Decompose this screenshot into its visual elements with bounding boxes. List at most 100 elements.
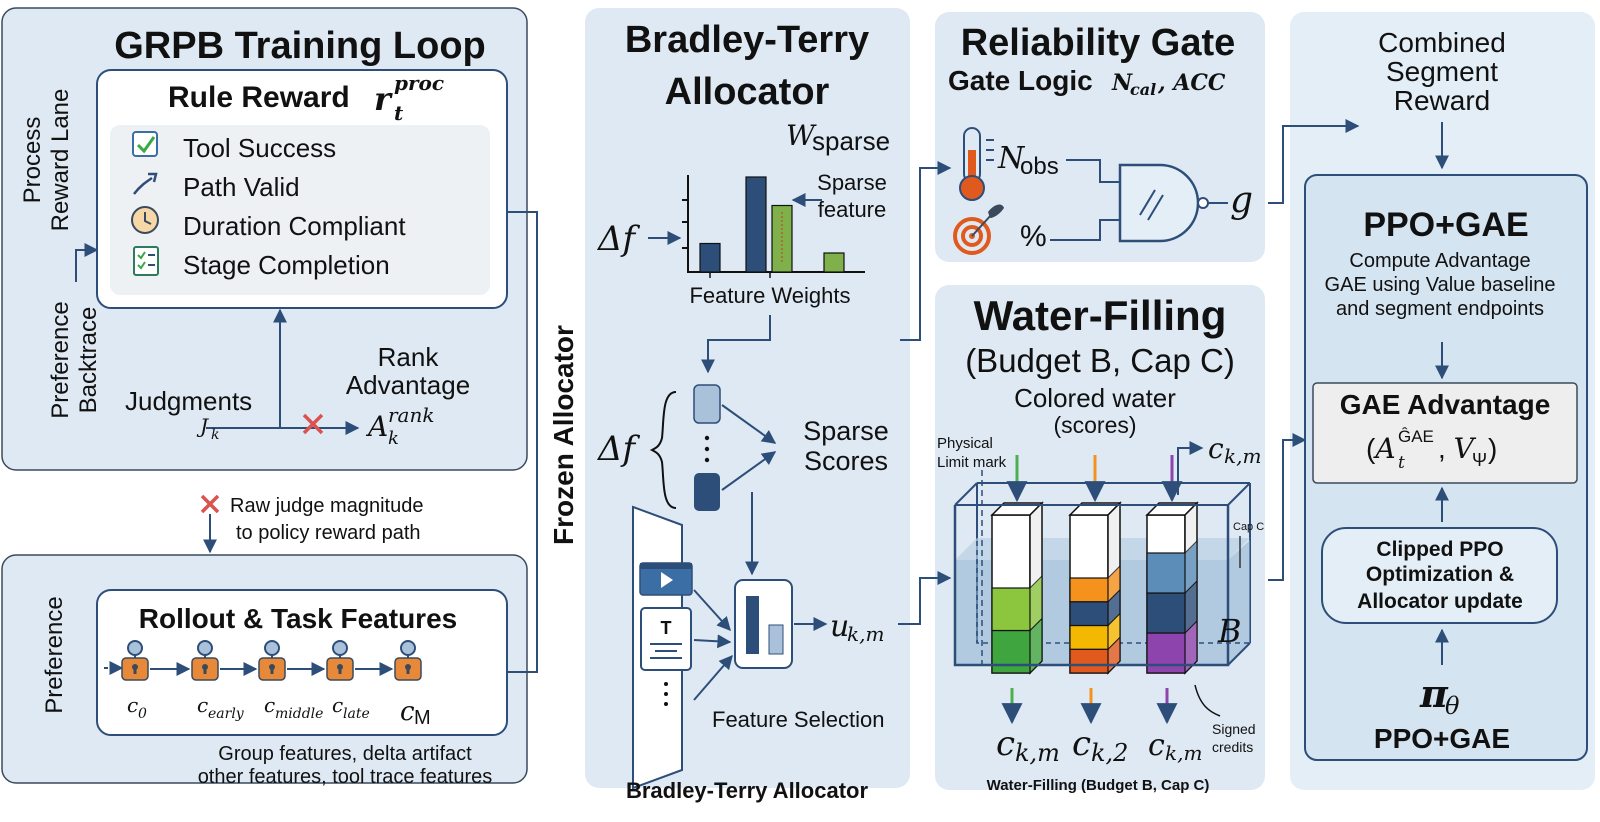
colored-water-line2: (scores) [1053,412,1136,438]
ppo-desc-line1: Compute Advantage [1349,250,1530,272]
lock-icon [394,640,422,681]
combined-line1: Combined [1378,27,1506,58]
rule-item-stage: Stage Completion [183,250,390,280]
water-column-0 [990,455,1044,675]
ellipsis-dot-2 [704,446,710,452]
gate-subtitle: Gate Logic [948,65,1093,96]
tank-front-frame [953,505,1230,667]
water-tank [953,455,1251,675]
budget-label: B [1217,612,1242,650]
colored-water-line1: Colored water [1014,383,1176,413]
ppo-title: PPO+GAE [1363,206,1528,244]
video-icon [639,562,693,596]
judgments-symbol: J [196,414,209,438]
blocked-note-line2: to policy reward path [236,522,421,544]
video-to-selector-arrow [693,589,731,632]
brace-icon [649,391,677,509]
weights-bar-3 [823,252,845,273]
blocked-cross-icon [302,413,324,435]
rollout-title: Rollout & Task Features [139,603,457,634]
c-top-arrow [1177,441,1204,495]
rule-item-path-valid: Path Valid [183,172,300,202]
lock-icon [258,640,286,681]
n-obs-sub: obs [1020,153,1059,180]
rollout-footer-line2: other features, tool trace features [198,766,493,788]
judgments-label: Judgments [125,386,252,416]
column-segment [1069,648,1109,674]
column-segment [1146,592,1186,634]
blocked-note-line1: Raw judge magnitude [230,495,423,517]
gae-close-paren: ) [1488,433,1497,464]
rank-sub: k [388,428,399,449]
column-segment [1069,624,1109,650]
output-c1-symbol: c [996,724,1015,764]
frozen-allocator-text: Frozen Allocator [548,325,579,545]
preference-side-text: Preference [41,596,68,713]
node-label-base: c [197,693,208,717]
signed-credits-line2: credits [1212,739,1253,755]
u-sub: k,m [847,622,884,646]
text-doc-icon: T [640,607,692,671]
g-symbol: g [1230,180,1253,221]
gate-subtitle-math: N [1111,70,1133,96]
doc-ellipsis-2 [664,692,668,696]
doc-to-selector-arrow [693,634,732,649]
cap-c-label: Cap C [1233,521,1264,533]
weights-to-scores-connector [701,315,771,374]
gae-title: GAE Advantage [1340,389,1551,420]
feature-weights-chart [682,175,865,278]
gate-subtitle-math-tail: , ACC [1157,70,1226,96]
u-symbol: u [830,609,849,644]
node-label-sub: late [343,706,370,722]
rule-reward-title: Rule Reward [168,81,350,114]
node-label-base: c [264,693,275,717]
node-label-base: c [400,697,415,727]
sparse-feature-line1: Sparse [817,170,887,195]
gae-formula: (A [1366,432,1396,465]
column-segment-side [1107,564,1121,603]
column-segment [1069,601,1109,627]
backtrace-line1: Preference [47,301,74,418]
thermometer-icon [959,127,994,201]
preference-side-label: Preference [41,596,68,713]
doc-ellipsis-1 [664,682,668,686]
sparse-scores-line1: Sparse [803,416,889,446]
lock-icon [191,640,219,681]
score-cell-top [693,384,721,424]
gae-sub: t [1398,453,1405,473]
n-obs-symbol: N [997,141,1026,176]
gae-sup: ĜAE [1398,427,1434,446]
sparse-feature-line2: feature [818,197,887,222]
column-segment [1069,577,1109,603]
delta-f-mid: Δf [596,429,641,469]
combined-line2: Segment [1386,56,1498,87]
pi-sub: θ [1445,692,1460,720]
column-segment-side [1029,574,1043,632]
output-c3-symbol: c [1148,728,1165,763]
rollout-footer-line1: Group features, delta artifact [218,743,472,765]
ellipsis-to-selector-arrow [693,654,733,701]
c-top-sub: k,m [1224,444,1261,468]
physical-limit-line1: Physical [937,435,993,452]
process-lane-line1: Process [19,117,46,204]
water-column-2 [1145,455,1199,675]
scores-arrow-bottom [721,451,777,491]
gate-subtitle-math-sub: cal [1130,80,1156,99]
clip-line3: Allocator update [1357,590,1523,613]
percent-to-gate-wire [1050,219,1120,241]
ppo-footer: PPO+GAE [1374,723,1510,754]
rank-label-line1: Rank [378,342,440,372]
node-label-base: c [127,693,138,717]
score-cell-bottom [694,473,720,511]
path-arrow-icon [133,172,158,195]
water-title: Water-Filling [974,292,1227,339]
lock-icon [121,640,149,681]
process-lane-label: Process Reward Lane [19,89,74,232]
gae-formula-v: , V [1438,432,1477,465]
column-segment [1146,632,1186,674]
weights-bar-2 [771,204,793,273]
node-label-sub: 0 [138,706,147,722]
selector-bar-tall [746,596,759,654]
rule-items-box [110,125,490,295]
column-segment [991,587,1031,632]
